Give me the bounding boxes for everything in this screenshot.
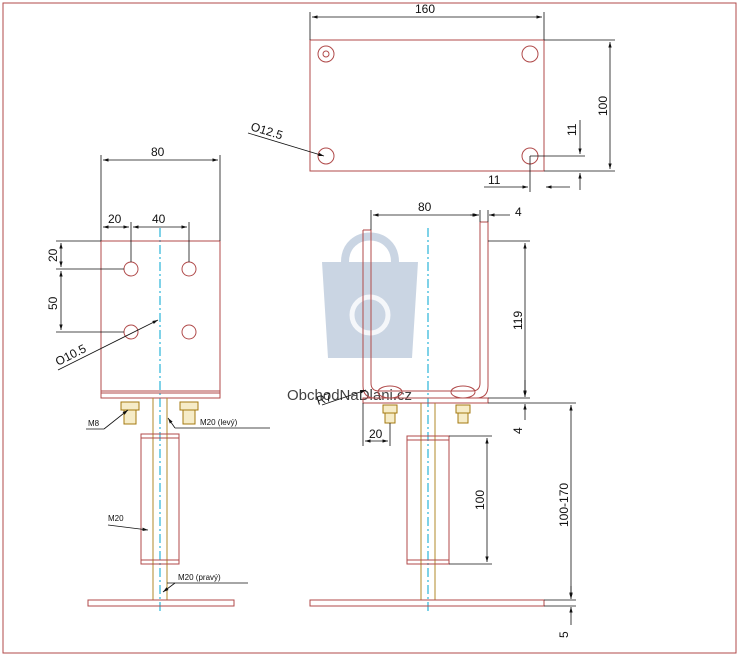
top-edge-h-label: 11	[488, 173, 501, 187]
side-height-label: 119	[511, 311, 525, 330]
side-thickness-label: 4	[515, 205, 522, 219]
front-lower-thread-label: M20 (pravý)	[178, 573, 221, 582]
front-hole-spacing-y-label: 50	[46, 296, 60, 310]
side-radius-label: R7	[315, 390, 334, 408]
top-view: 160 100 O12.5 11 11	[247, 2, 615, 192]
front-base-plate	[87, 599, 235, 607]
side-range-label: 100-170	[557, 483, 571, 527]
front-coupling-label: M20	[108, 514, 124, 523]
bag-handle-icon	[341, 232, 399, 263]
side-base-thickness-label: 4	[511, 427, 525, 434]
side-view: 80 4 119 4 R7 20 100 100-170	[309, 200, 576, 638]
front-nut-label: M8	[88, 419, 100, 428]
shopping-bag-icon	[322, 262, 418, 358]
top-width-label: 160	[415, 2, 435, 16]
top-plate	[309, 39, 545, 172]
side-inner-width-label: 80	[418, 200, 432, 214]
side-base-plate	[309, 599, 545, 607]
front-hole-spacing-x-label: 40	[152, 212, 166, 226]
side-coupling-label: 100	[473, 490, 487, 510]
front-hole-label: O10.5	[53, 341, 89, 368]
side-plate-label: 5	[557, 631, 571, 638]
front-width-label: 80	[151, 145, 165, 159]
watermark: ObchodNaDlani.cz	[287, 232, 418, 404]
front-upper-thread-label: M20 (levý)	[200, 418, 238, 427]
top-edge-v-label: 11	[565, 123, 579, 136]
side-offset-label: 20	[369, 427, 383, 441]
front-edge-y-label: 20	[46, 248, 60, 262]
top-height-label: 100	[596, 96, 610, 116]
front-edge-x-label: 20	[108, 212, 122, 226]
front-view: 80 20 40 20 50 O10.5 M8 M20 (lev	[46, 145, 270, 612]
